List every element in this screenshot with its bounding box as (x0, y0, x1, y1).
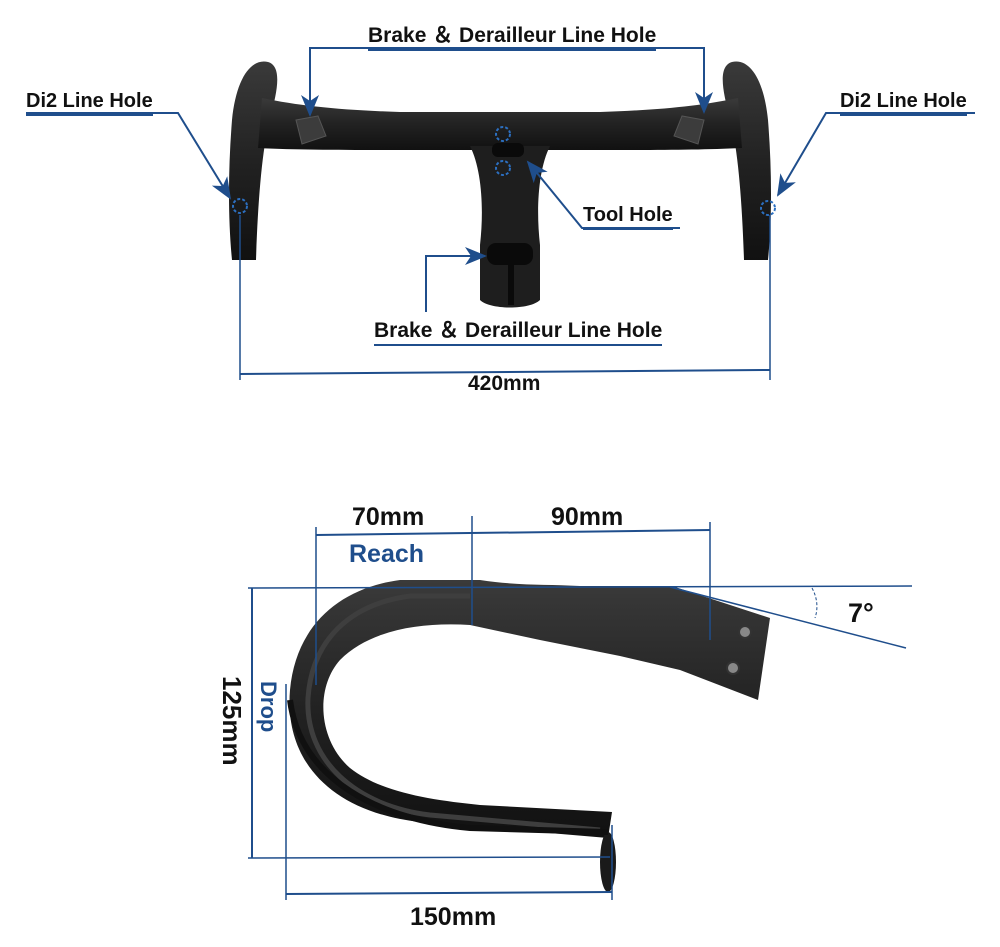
drop-label: Drop (256, 681, 281, 733)
side-view-handlebar (287, 580, 770, 892)
side-view-dimensions (247, 516, 913, 900)
top-view-handlebar (229, 61, 776, 308)
dim-90mm-label: 90mm (551, 503, 624, 531)
width-150mm-label: 150mm (410, 903, 497, 931)
di2-line-hole-left-label: Di2 Line Hole (26, 91, 153, 116)
width-420mm-label: 420mm (468, 372, 541, 395)
angle-7-degree-label: 7° (848, 598, 874, 628)
top-view-callouts (26, 47, 975, 380)
tool-hole-label: Tool Hole (583, 205, 673, 230)
brake-derailleur-line-hole-top-label: Brake ＆ Derailleur Line Hole (368, 25, 657, 51)
brake-derailleur-line-hole-bottom-label: Brake ＆ Derailleur Line Hole (374, 320, 663, 346)
drop-125mm-label: 125mm (217, 676, 247, 766)
di2-line-hole-right-label: Di2 Line Hole (840, 91, 967, 116)
reach-label: Reach (349, 540, 425, 568)
dim-70mm-label: 70mm (352, 503, 425, 531)
